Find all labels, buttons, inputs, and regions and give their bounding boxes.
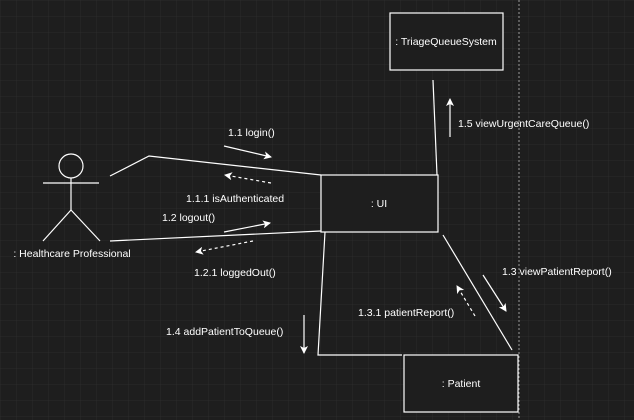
msg-is-authenticated: 1.1.1 isAuthenticated: [186, 193, 284, 205]
arrow-view-report: [482, 274, 507, 312]
ui-label: : UI: [371, 198, 387, 210]
link-ui-patient-queue: [317, 231, 402, 356]
patient-label: : Patient: [442, 378, 481, 390]
arrow-logged-out: [195, 240, 254, 255]
link-ui-triage: [432, 79, 438, 176]
object-ui[interactable]: : UI: [320, 174, 439, 233]
arrow-logout: [223, 220, 271, 233]
object-triage-queue-system[interactable]: : TriageQueueSystem: [389, 12, 504, 71]
msg-logout: 1.2 logout(): [162, 212, 215, 224]
msg-view-urgent: 1.5 viewUrgentCareQueue(): [458, 118, 589, 130]
arrow-login: [223, 145, 272, 160]
object-patient[interactable]: : Patient: [403, 354, 519, 413]
triage-box: [389, 12, 504, 71]
msg-logged-out: 1.2.1 loggedOut(): [194, 267, 276, 279]
actor-healthcare-professional[interactable]: : Healthcare Professional: [13, 153, 131, 260]
arrow-is-authenticated: [224, 172, 272, 184]
actor-label: : Healthcare Professional: [13, 248, 130, 260]
patient-box: [403, 354, 519, 413]
link-ui-patient: [442, 234, 513, 351]
msg-patient-report: 1.3.1 patientReport(): [358, 307, 454, 319]
actor-left-leg: [42, 209, 72, 242]
actor-right-leg: [70, 209, 101, 242]
msg-add-patient: 1.4 addPatientToQueue(): [166, 326, 283, 338]
link-actor-ui-login: [109, 155, 322, 177]
msg-view-report: 1.3 viewPatientReport(): [502, 266, 612, 278]
triage-label: : TriageQueueSystem: [395, 36, 497, 48]
link-actor-ui-logout: [109, 230, 322, 242]
ui-box: [320, 174, 439, 233]
msg-login: 1.1 login(): [228, 127, 275, 139]
